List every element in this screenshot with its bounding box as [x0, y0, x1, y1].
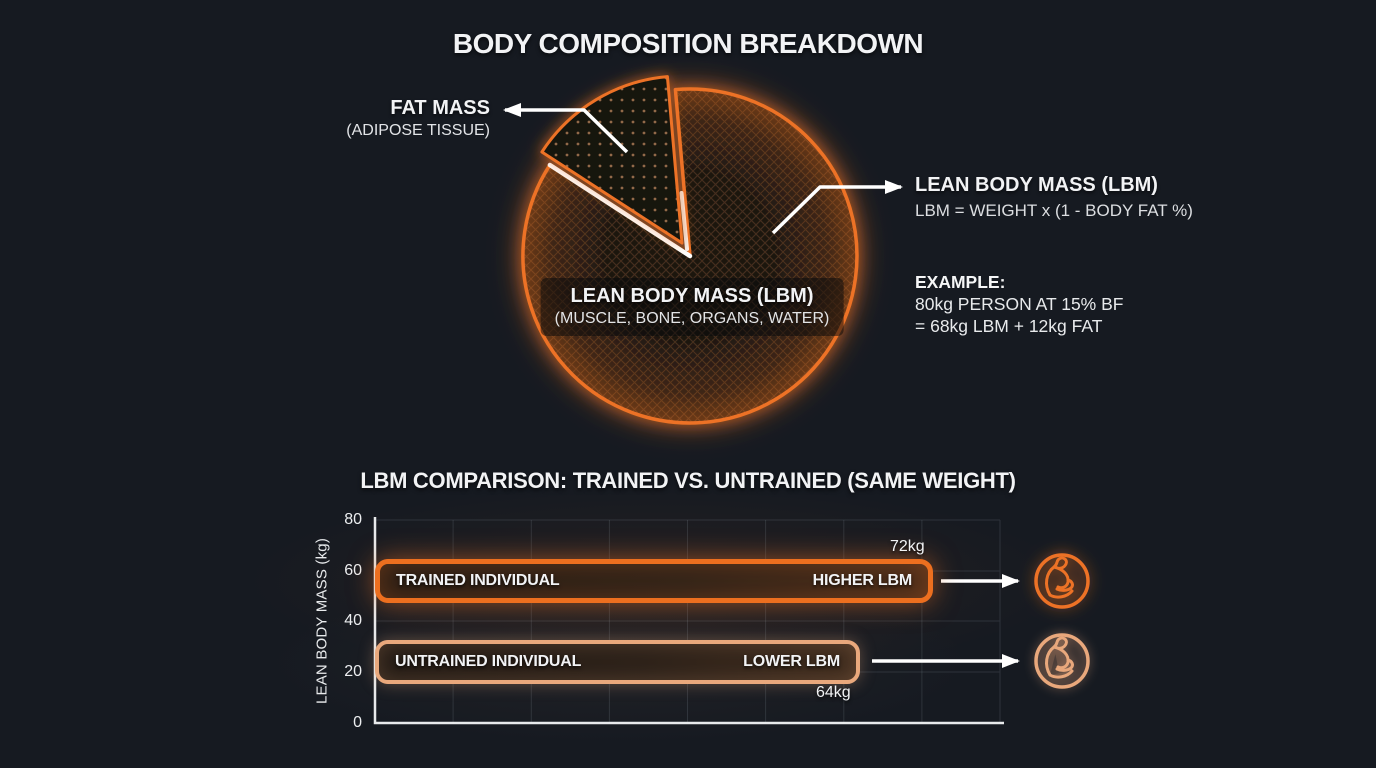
- bar-trained: TRAINED INDIVIDUAL HIGHER LBM: [375, 559, 933, 603]
- page-title: BODY COMPOSITION BREAKDOWN: [452, 28, 924, 59]
- fat-mass-callout: FAT MASS (ADIPOSE TISSUE): [346, 97, 490, 140]
- y-tick: 60: [344, 562, 362, 579]
- trained-value-label: 72kg: [890, 538, 925, 555]
- bicep-flexed-icon: [1034, 633, 1090, 689]
- y-tick: 0: [353, 714, 362, 731]
- pie-center-label: LEAN BODY MASS (LBM) (MUSCLE, BONE, ORGA…: [540, 278, 844, 336]
- pie-notch-edge: [547, 162, 693, 259]
- pie-slice-fat: [540, 75, 684, 245]
- pie-slice-lbm: [521, 87, 859, 425]
- fat-callout-arrow: [503, 103, 629, 154]
- lbm-callout-arrow: [771, 180, 903, 235]
- bar-untrained-tag: LOWER LBM: [743, 653, 840, 670]
- example-heading: EXAMPLE:: [915, 272, 1006, 292]
- y-tick: 40: [344, 612, 362, 629]
- comparison-title: LBM COMPARISON: TRAINED VS. UNTRAINED (S…: [360, 468, 1016, 493]
- lbm-formula: LBM = WEIGHT x (1 - BODY FAT %): [915, 201, 1193, 220]
- bar-trained-tag: HIGHER LBM: [812, 572, 913, 589]
- y-tick: 20: [344, 663, 362, 680]
- lbm-label: LEAN BODY MASS (LBM): [915, 174, 1158, 196]
- fat-mass-label: FAT MASS: [390, 97, 490, 119]
- example-line: = 68kg LBM + 12kg FAT: [915, 316, 1103, 336]
- lbm-callout: LEAN BODY MASS (LBM) LBM = WEIGHT x (1 -…: [915, 174, 1193, 221]
- example-block: EXAMPLE: 80kg PERSON AT 15% BF = 68kg LB…: [915, 271, 1123, 337]
- y-tick: 80: [344, 511, 362, 528]
- pie-center-subtitle: (MUSCLE, BONE, ORGANS, WATER): [554, 310, 830, 327]
- fat-mass-sublabel: (ADIPOSE TISSUE): [346, 122, 490, 139]
- pie-center-title: LEAN BODY MASS (LBM): [570, 285, 814, 307]
- pie-notch-edge: [679, 191, 689, 251]
- bicep-flexed-icon: [1034, 553, 1090, 609]
- untrained-value-label: 64kg: [816, 684, 851, 701]
- bar-untrained-label: UNTRAINED INDIVIDUAL: [395, 653, 582, 670]
- bar-untrained: UNTRAINED INDIVIDUAL LOWER LBM: [375, 640, 860, 684]
- example-line: 80kg PERSON AT 15% BF: [915, 294, 1124, 314]
- bar-trained-label: TRAINED INDIVIDUAL: [396, 572, 560, 589]
